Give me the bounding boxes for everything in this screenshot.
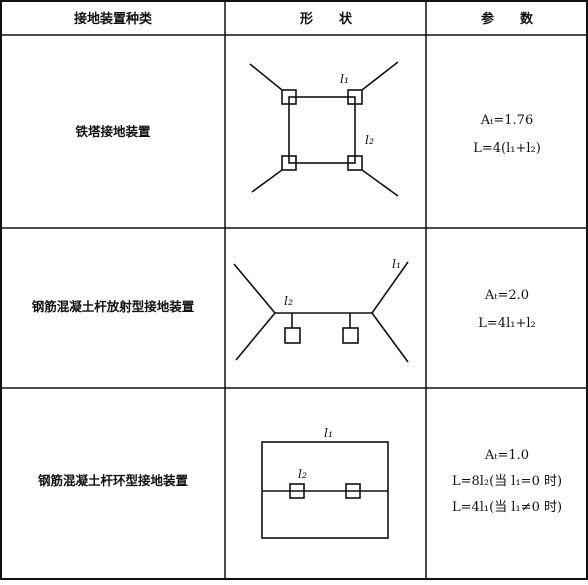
header-type: 接地装置种类 [74,11,153,27]
row1-label-l2: l₂ [365,132,374,147]
radial-grounding-diagram [233,261,409,363]
row3-param-1: Aₜ=1.0 [484,448,529,463]
row3-label-l1: l₁ [324,425,333,440]
row2-param-2: L=4l₁+l₂ [478,316,535,331]
row1-type: 铁塔接地装置 [75,124,151,139]
row2-type: 钢筋混凝土杆放射型接地装置 [32,299,195,314]
tower-grounding-diagram [249,61,399,197]
row2-param-1: Aₜ=2.0 [484,288,529,303]
row3-param-2: L=8l₂(当 l₁=0 时) [452,474,562,489]
row1-param-1: Aₜ=1.76 [480,113,533,128]
row2-label-l2: l₂ [284,293,293,308]
row2-label-l1: l₁ [392,256,401,271]
row1-label-l1: l₁ [340,71,349,86]
row3-type: 钢筋混凝土杆环型接地装置 [38,473,189,488]
header-shape: 形 状 [300,11,353,27]
row3-label-l2: l₂ [298,466,307,481]
row3-param-3: L=4l₁(当 l₁≠0 时) [452,500,562,515]
row1-param-2: L=4(l₁+l₂) [473,141,541,156]
header-params: 参 数 [481,11,534,27]
ring-grounding-diagram [261,441,389,539]
